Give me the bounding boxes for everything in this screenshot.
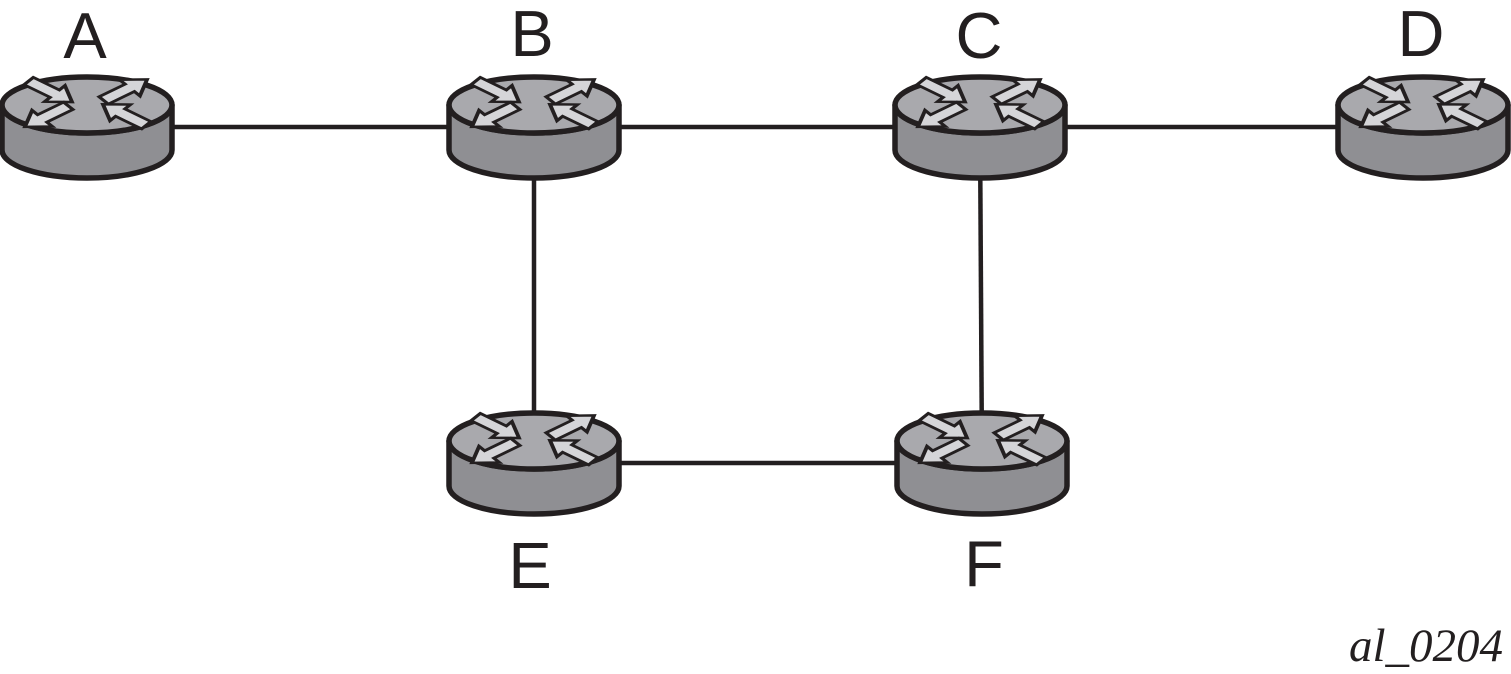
- node-label-E: E: [508, 529, 551, 602]
- router-icon-C: [895, 71, 1065, 178]
- node-label-C: C: [956, 0, 1003, 72]
- router-icon-B: [449, 71, 619, 178]
- node-label-A: A: [63, 0, 107, 72]
- figure-caption: al_0204: [1349, 620, 1503, 672]
- router-icon-D: [1338, 71, 1508, 178]
- labels-layer: A B C D E F: [63, 0, 1444, 602]
- router-icon-E: [449, 407, 619, 514]
- links-layer: [87, 124, 1423, 466]
- router-icon-F: [897, 407, 1067, 514]
- router-icon-A: [2, 71, 172, 178]
- node-label-F: F: [964, 527, 1004, 600]
- routers-layer: [2, 71, 1508, 514]
- link-C-F: [977, 126, 985, 464]
- node-label-B: B: [510, 0, 553, 70]
- node-label-D: D: [1398, 0, 1445, 70]
